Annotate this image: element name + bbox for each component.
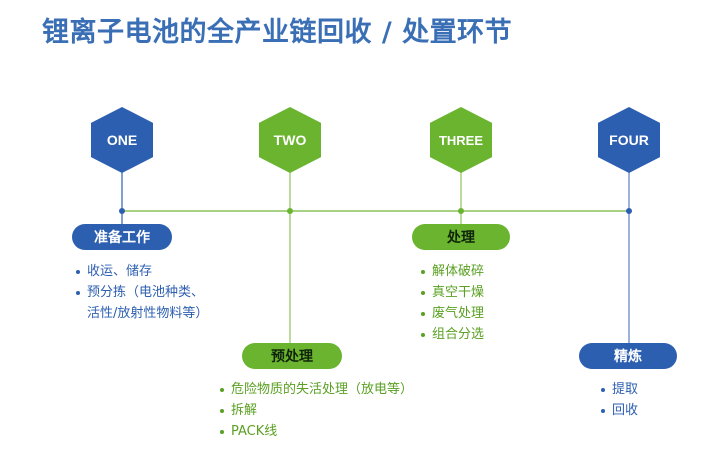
junction-two — [287, 208, 293, 214]
page-title: 锂离子电池的全产业链回收 / 处置环节 — [42, 17, 513, 48]
junction-three — [458, 208, 464, 214]
list-item: 预分拣（电池种类、 — [76, 282, 208, 303]
list-item: 危险物质的失活处理（放电等） — [220, 379, 413, 400]
junction-four — [626, 208, 632, 214]
list-item: 活性/放射性物料等） — [87, 306, 209, 321]
stage-label-four: 精炼 — [579, 343, 677, 369]
hex-marker-three: THREE — [430, 107, 492, 173]
hex-marker-two: TWO — [259, 107, 321, 173]
hex-marker-four: FOUR — [598, 107, 660, 173]
list-item: 收运、储存 — [76, 261, 208, 282]
stage-items-three: 解体破碎 真空干燥 废气处理 组合分选 — [421, 261, 484, 345]
list-item: 废气处理 — [421, 303, 484, 324]
list-item: 真空干燥 — [421, 282, 484, 303]
hex-marker-one: ONE — [91, 107, 153, 173]
stage-label-one: 准备工作 — [72, 224, 172, 250]
stage-items-four: 提取 回收 — [601, 379, 638, 421]
list-item: 拆解 — [220, 400, 413, 421]
junction-one — [119, 208, 125, 214]
list-item: 回收 — [601, 400, 638, 421]
list-item: 提取 — [601, 379, 638, 400]
list-item: 解体破碎 — [421, 261, 484, 282]
stage-label-two: 预处理 — [242, 343, 342, 369]
stage-items-two: 危险物质的失活处理（放电等） 拆解 PACK线 — [220, 379, 413, 442]
list-item: PACK线 — [220, 421, 413, 442]
stage-label-three: 处理 — [412, 224, 510, 250]
list-item: 组合分选 — [421, 324, 484, 345]
stage-items-one: 收运、储存 预分拣（电池种类、 活性/放射性物料等） — [76, 261, 208, 324]
